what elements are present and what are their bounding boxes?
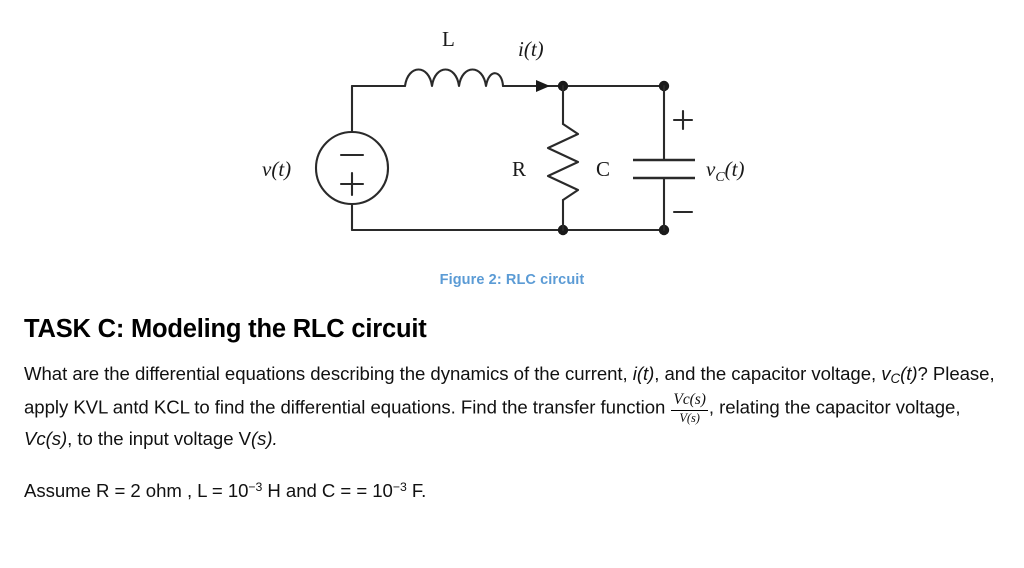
page-title: TASK C: Modeling the RLC circuit	[24, 315, 427, 343]
capacitor-voltage-symbol-sub: C	[890, 370, 901, 386]
vc-subscript: C	[715, 170, 725, 185]
fraction-numerator: Vc(s)	[673, 391, 706, 409]
resistor-label: R	[512, 157, 526, 181]
capacitor-voltage-label: vC(t)	[706, 157, 745, 185]
input-voltage-s-symbol: (s).	[250, 428, 278, 449]
current-symbol: i(t)	[632, 363, 655, 384]
capacitor-voltage-symbol-v: v	[881, 363, 891, 384]
question-part-1: What are the differential equations desc…	[24, 363, 633, 384]
task-content: TASK C: Modeling the RLC circuit What ar…	[24, 314, 1008, 504]
inductance-exponent: −3	[248, 479, 263, 494]
inductor-label: L	[442, 27, 455, 51]
vc-tail: (t)	[725, 157, 745, 181]
capacitor-label: C	[596, 157, 610, 181]
assumptions-paragraph: Assume R = 2 ohm , L = 10−3 H and C = = …	[24, 477, 1008, 505]
capacitor-voltage-s-symbol: Vc(s)	[24, 428, 68, 449]
fraction-denominator: V(s)	[671, 409, 708, 425]
resistor-zigzag	[546, 122, 580, 202]
assume-part-2: H and C = = 10	[262, 479, 393, 501]
assume-part-3: F.	[406, 479, 427, 501]
question-part-5: , to the input voltage V	[67, 428, 251, 449]
source-voltage-label: v(t)	[262, 157, 291, 181]
figure-block: v(t) L i(t) R C vC(t) Figure 2: RLC circ…	[262, 27, 745, 288]
voltage-source-circle	[314, 130, 390, 206]
question-part-4: , relating the capacitor voltage,	[708, 396, 961, 418]
source-plus-icon	[339, 171, 365, 197]
question-part-3: ? Please, apply KVL antd KCL to find the…	[24, 363, 995, 418]
inductor-coils	[403, 68, 505, 88]
task-question-paragraph: What are the differential equations desc…	[24, 360, 1008, 453]
assume-part-1: Assume R = 2 ohm , L = 10	[24, 479, 249, 501]
current-arrowhead	[536, 80, 550, 92]
question-part-2: , and the capacitor voltage,	[654, 363, 882, 384]
transfer-function-fraction: Vc(s)V(s)	[671, 391, 708, 425]
capacitor-voltage-symbol-tail: (t)	[900, 363, 918, 384]
capacitor-plus-icon	[672, 109, 694, 131]
figure-caption: Figure 2: RLC circuit	[439, 272, 585, 288]
capacitance-exponent: −3	[392, 479, 407, 494]
vc-v: v	[706, 157, 716, 181]
rlc-circuit-diagram: v(t) L i(t) R C vC(t)	[262, 27, 745, 236]
current-label: i(t)	[518, 37, 544, 61]
